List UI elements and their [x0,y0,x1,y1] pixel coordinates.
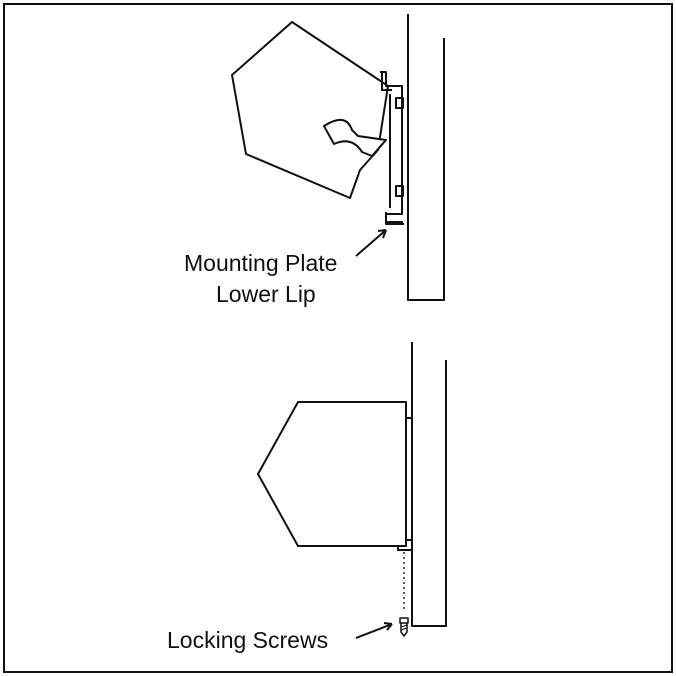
mounting-plate-lip-mounted [397,546,413,551]
enclosure-mounted [257,401,407,547]
mounting-plate-mounted [405,417,412,541]
mounting-plate-upper-lip [381,72,392,91]
mounting-plate-label-line2: Lower Lip [216,281,316,307]
screws-leader-arrowhead [383,622,393,631]
figure-frame [3,3,673,673]
wall-top [407,14,445,301]
plate-tab-bottom [395,185,404,197]
wall-bottom [411,342,447,627]
locking-screws-label: Locking Screws [167,627,328,653]
screws-leader [355,623,393,639]
mounting-plate-leader [355,229,387,257]
bottom-diagram [257,342,447,639]
mounting-plate-lower-lip [385,212,404,225]
curved-arrow-icon [323,119,387,157]
plate-tab-top [395,97,404,109]
screw-icon [399,617,409,637]
leader-arrowhead [377,229,387,239]
top-diagram [231,14,445,301]
enclosure-tilted [231,21,389,199]
mounting-plate-label-line1: Mounting Plate [184,250,337,276]
